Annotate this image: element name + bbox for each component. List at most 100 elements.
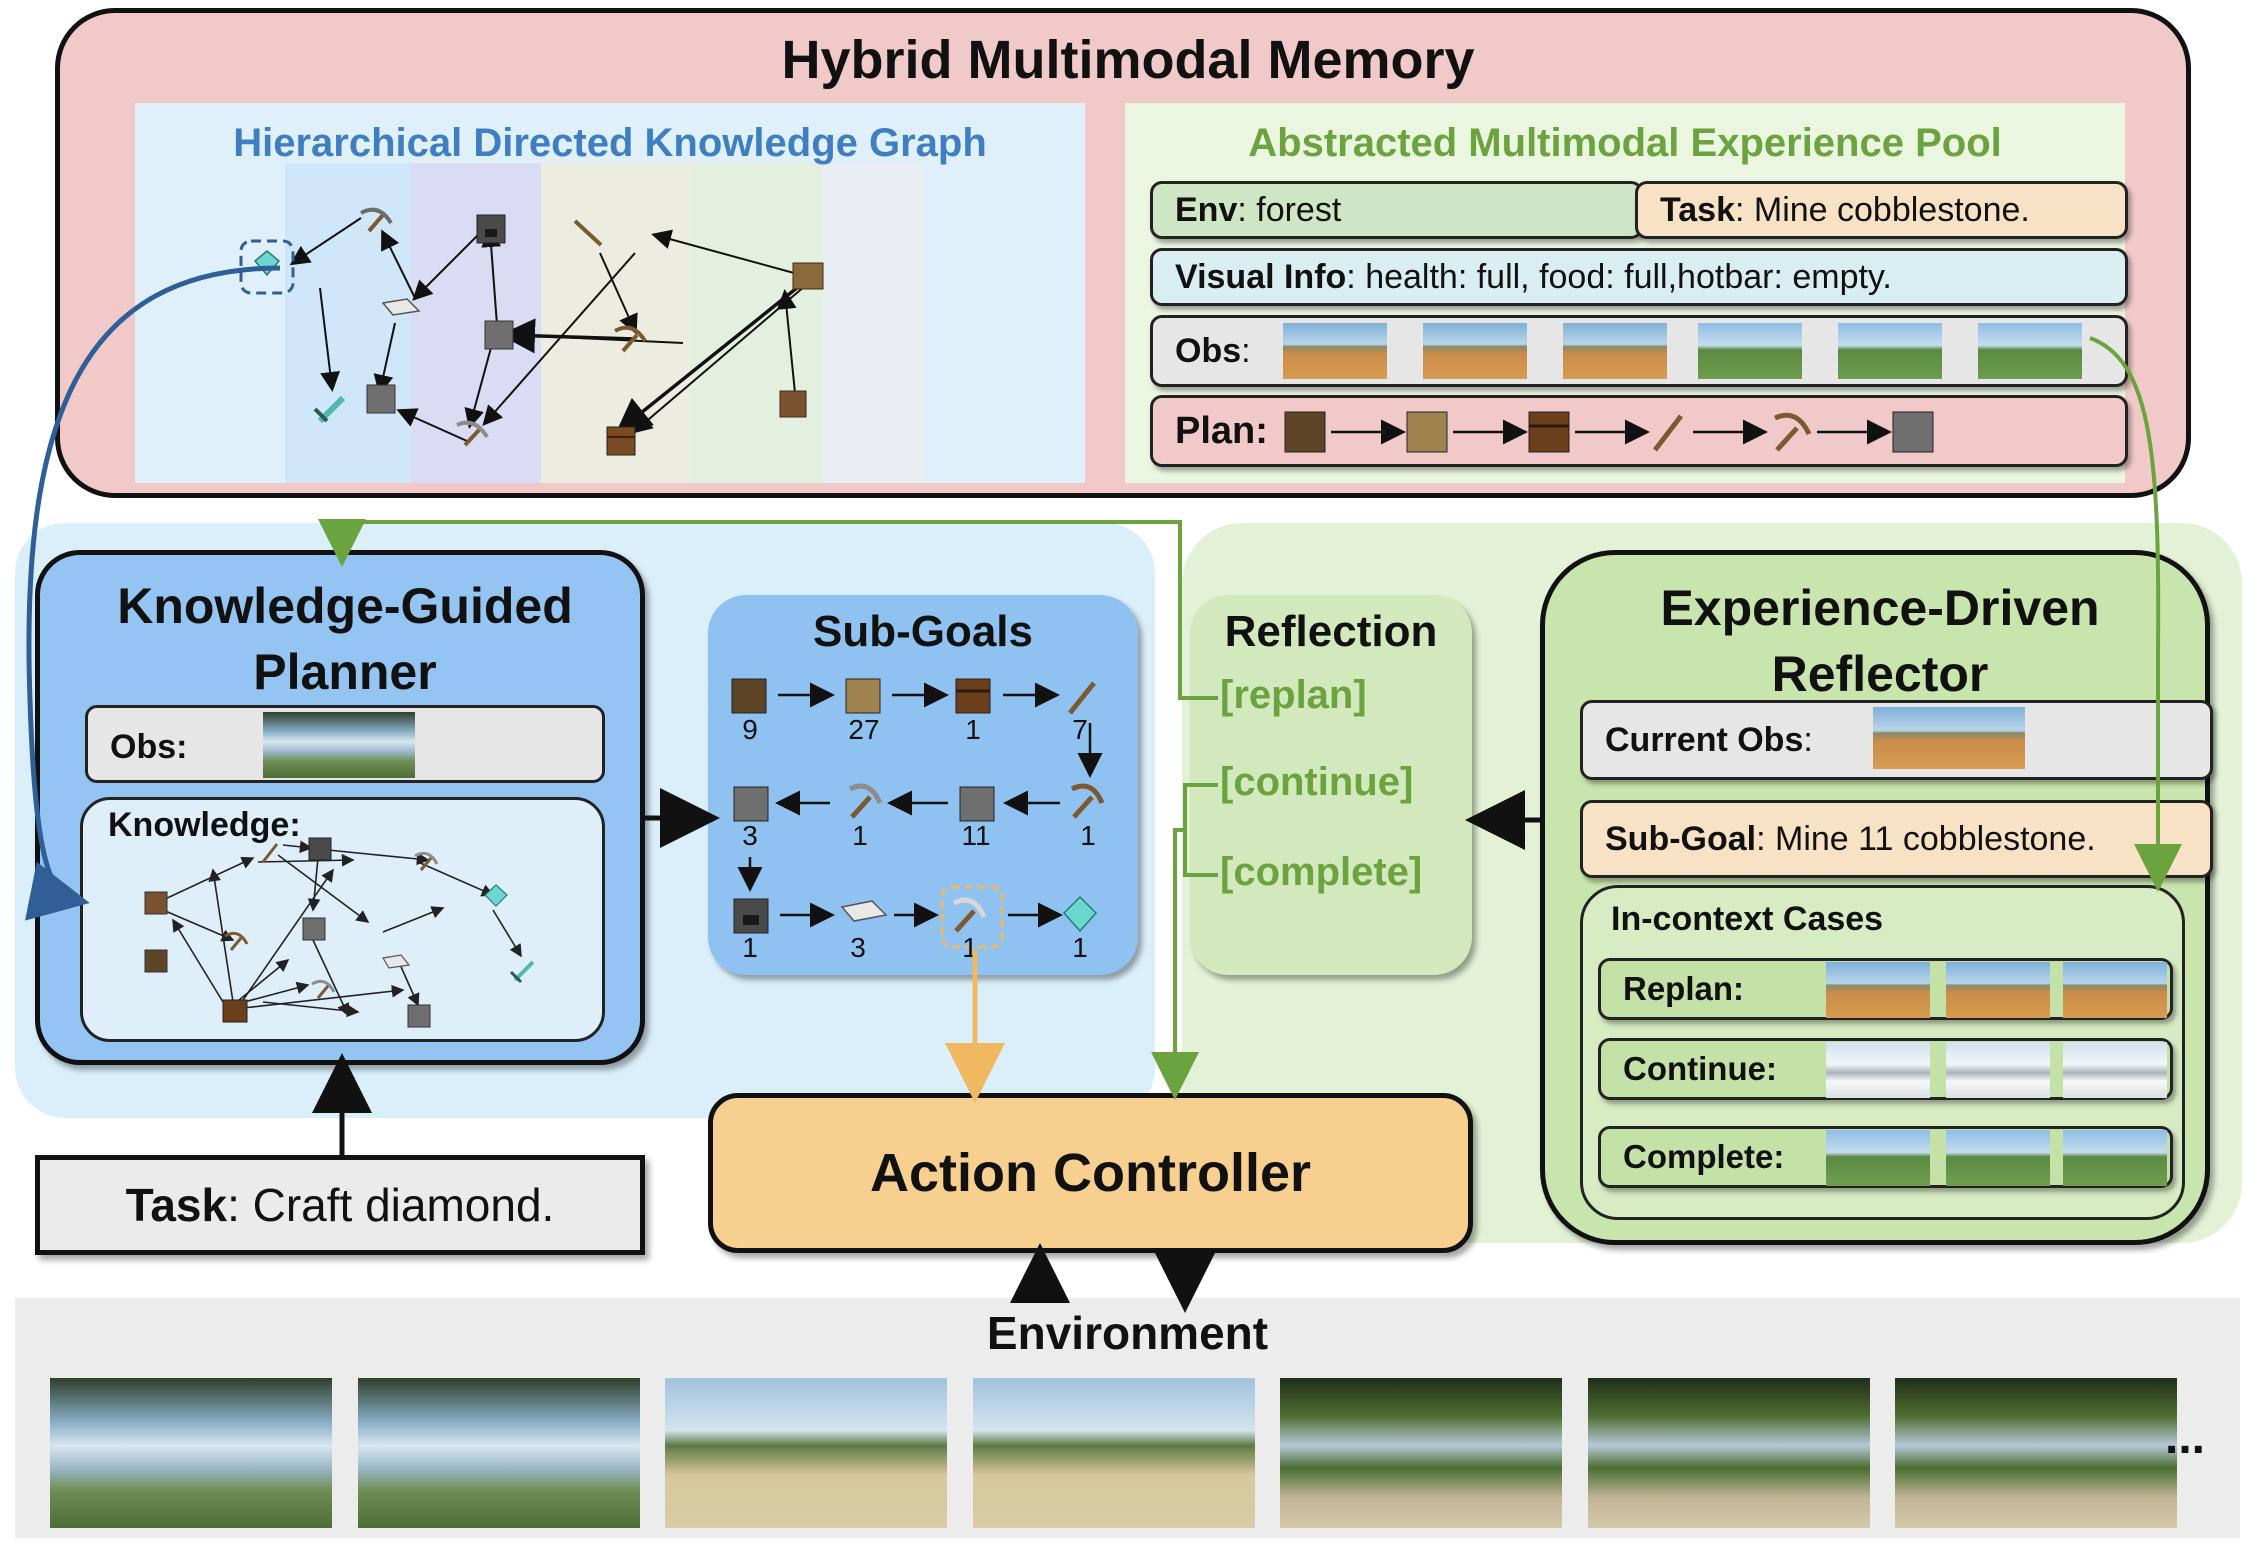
furnace-icon bbox=[308, 837, 332, 861]
planner-knowledge-colon: : bbox=[289, 806, 301, 844]
pool-obs-box: Obs: bbox=[1150, 315, 2128, 387]
subgoal-count: 3 bbox=[850, 932, 866, 963]
subgoal-count: 27 bbox=[848, 714, 879, 745]
subgoal-count: 1 bbox=[1072, 932, 1088, 963]
task-value: : Craft diamond. bbox=[227, 1179, 555, 1231]
planner-knowledge-graph bbox=[144, 837, 535, 1028]
planner-title-line2: Planner bbox=[253, 644, 437, 700]
current-obs-box: Current Obs: bbox=[1580, 700, 2213, 780]
reflection-continue: [continue] bbox=[1220, 760, 1414, 804]
case-thumbnail bbox=[1826, 1042, 1930, 1098]
diamond-icon bbox=[253, 250, 281, 277]
environment-frame bbox=[1588, 1378, 1870, 1528]
wooden-pickaxe-icon bbox=[1070, 783, 1105, 819]
cobblestone-icon bbox=[733, 786, 769, 822]
crafting-table-icon bbox=[222, 999, 248, 1023]
environment-frame bbox=[50, 1378, 332, 1528]
action-controller: Action Controller bbox=[708, 1093, 1473, 1253]
experience-pool-panel: Abstracted Multimodal Experience Pool En… bbox=[1125, 103, 2128, 483]
cobblestone-icon bbox=[407, 1004, 431, 1028]
case-complete-label: Complete: bbox=[1623, 1138, 1785, 1175]
stick-icon bbox=[1653, 414, 1683, 452]
case-thumbnail bbox=[2063, 1042, 2167, 1098]
case-thumbnail bbox=[1946, 1130, 2050, 1186]
log-icon bbox=[779, 390, 807, 418]
cobblestone-icon bbox=[302, 917, 326, 941]
memory-title: Hybrid Multimodal Memory bbox=[781, 30, 1475, 90]
pool-env-box: Env: forest bbox=[1150, 181, 1643, 239]
pool-plan-box: Plan: bbox=[1150, 395, 2128, 467]
sub-goals-panel: Sub-Goals 9 27 1 bbox=[708, 595, 1138, 975]
pool-env-value: : forest bbox=[1237, 190, 1342, 229]
environment-more: ... bbox=[2165, 1411, 2206, 1464]
knowledge-graph-panel: Hierarchical Directed Knowledge Graph bbox=[135, 103, 1085, 483]
current-obs-thumbnail bbox=[1873, 707, 2025, 769]
sub-goals-flow: 9 27 1 7 1 11 1 3 1 3 1 1 bbox=[731, 678, 1105, 963]
stone-pickaxe-icon bbox=[414, 851, 439, 871]
case-thumbnail bbox=[2063, 1130, 2167, 1186]
environment-frame bbox=[1895, 1378, 2177, 1528]
iron-pickaxe-icon bbox=[952, 897, 987, 933]
pool-obs-colon: : bbox=[1241, 331, 1251, 370]
task-box: Task: Craft diamond. bbox=[35, 1155, 645, 1255]
obs-thumbnail bbox=[1698, 323, 1802, 379]
reflector-subgoal-label: Sub-Goal bbox=[1605, 819, 1757, 858]
in-context-cases: In-context Cases Replan: Continue: Compl… bbox=[1580, 885, 2185, 1220]
hybrid-multimodal-memory: Hybrid Multimodal Memory Hierarchical Di… bbox=[55, 8, 2191, 498]
pool-obs-label: Obs bbox=[1175, 331, 1242, 370]
subgoal-count: 7 bbox=[1072, 714, 1088, 745]
reflection-panel: Reflection [replan] [continue] [complete… bbox=[1190, 595, 1472, 975]
stone-pickaxe-icon bbox=[456, 420, 489, 447]
case-thumbnail bbox=[1826, 1130, 1930, 1186]
environment-panel: Environment bbox=[15, 1298, 2240, 1538]
wooden-pickaxe-icon bbox=[224, 931, 249, 951]
knowledge-guided-planner: Knowledge-Guided Planner Obs: Knowledge: bbox=[35, 550, 645, 1065]
case-replan-label: Replan: bbox=[1623, 970, 1745, 1007]
stick-icon bbox=[261, 843, 279, 863]
subgoal-count: 9 bbox=[742, 714, 758, 745]
crafting-table-icon bbox=[606, 426, 636, 456]
stone-pickaxe-icon bbox=[311, 979, 336, 999]
stone-pickaxe-icon bbox=[848, 783, 883, 819]
pool-task-value: : Mine cobblestone. bbox=[1734, 190, 2030, 229]
case-thumbnail bbox=[1826, 962, 1930, 1018]
diamond-icon bbox=[484, 884, 508, 907]
subgoal-count: 11 bbox=[961, 820, 990, 851]
environment-frame bbox=[973, 1378, 1255, 1528]
case-continue: Continue: bbox=[1598, 1038, 2173, 1100]
subgoal-count: 3 bbox=[742, 820, 758, 851]
subgoal-count: 1 bbox=[742, 932, 758, 963]
subgoal-count: 1 bbox=[965, 714, 981, 745]
environment-frame bbox=[665, 1378, 947, 1528]
cobblestone-icon bbox=[1892, 411, 1934, 453]
diamond-sword-icon bbox=[509, 960, 535, 984]
case-thumbnail bbox=[1946, 962, 2050, 1018]
environment-frame bbox=[358, 1378, 640, 1528]
reflection-replan: [replan] bbox=[1220, 673, 1367, 717]
experience-pool-title: Abstracted Multimodal Experience Pool bbox=[1248, 121, 2002, 165]
planner-title-line1: Knowledge-Guided bbox=[117, 578, 573, 634]
diamond-icon bbox=[1062, 895, 1098, 933]
planner-title: Knowledge-Guided Planner bbox=[40, 573, 650, 705]
subgoal-count: 1 bbox=[962, 932, 978, 963]
case-complete: Complete: bbox=[1598, 1126, 2173, 1188]
pool-visual-label: Visual Info bbox=[1175, 257, 1347, 296]
pool-task-label: Task bbox=[1660, 190, 1735, 229]
knowledge-graph-svg bbox=[239, 207, 824, 456]
wooden-pickaxe-icon bbox=[360, 207, 393, 233]
log-icon bbox=[792, 262, 824, 290]
stick-icon bbox=[1068, 681, 1096, 715]
crafting-table-icon bbox=[1528, 411, 1570, 453]
reflector-subgoal-box: Sub-Goal: Mine 11 cobblestone. bbox=[1580, 800, 2213, 878]
pool-task-box: Task: Mine cobblestone. bbox=[1635, 181, 2128, 239]
pool-visual-value: : health: full, food: full,hotbar: empty… bbox=[1346, 257, 1892, 296]
wooden-pickaxe-icon bbox=[1773, 412, 1812, 452]
case-thumbnail bbox=[1946, 1042, 2050, 1098]
planner-obs-colon: : bbox=[176, 728, 188, 766]
wooden-pickaxe-icon bbox=[614, 325, 647, 353]
planks-icon bbox=[845, 678, 881, 714]
stick-icon bbox=[573, 219, 603, 247]
cobblestone-icon bbox=[366, 384, 396, 414]
current-obs-colon: : bbox=[1803, 720, 1813, 759]
reflection-title: Reflection bbox=[1224, 607, 1438, 656]
